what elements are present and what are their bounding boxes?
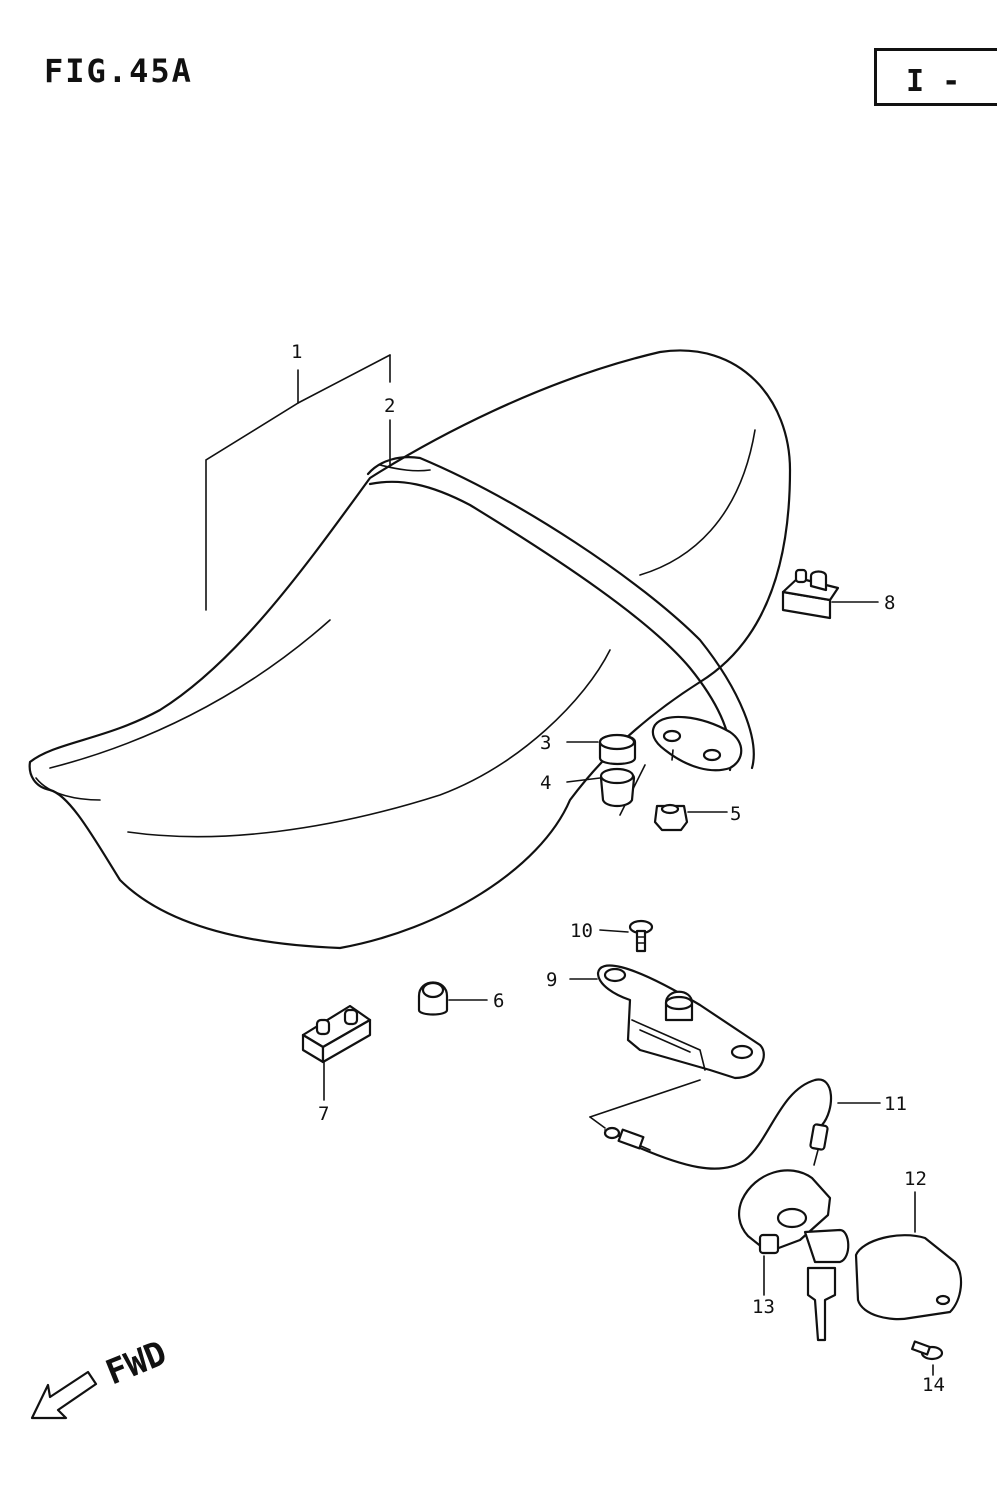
part-11-cable xyxy=(603,1078,833,1170)
part-3-cushion xyxy=(598,733,637,766)
part-9-seat-lock xyxy=(596,964,765,1080)
callout-10: 10 xyxy=(570,920,593,942)
page-index-mark: I - xyxy=(906,64,961,99)
callout-2: 2 xyxy=(384,395,395,417)
seat-drawing xyxy=(28,349,792,950)
callout-6: 6 xyxy=(493,990,504,1012)
callout-1: 1 xyxy=(291,341,302,363)
callout-4: 4 xyxy=(540,772,551,794)
callout-9: 9 xyxy=(546,969,557,991)
part-8-bracket xyxy=(781,568,840,620)
part-4-cushion xyxy=(599,767,636,808)
callout-7: 7 xyxy=(318,1103,329,1125)
callout-3: 3 xyxy=(540,732,551,754)
part-5-nut xyxy=(653,803,689,832)
part-12-cover xyxy=(854,1234,963,1321)
callout-14: 14 xyxy=(922,1374,945,1396)
forward-arrow-icon xyxy=(30,1370,98,1420)
forward-label: FWD xyxy=(100,1333,172,1393)
forward-direction-indicator: FWD xyxy=(30,1333,172,1420)
callout-11: 11 xyxy=(884,1093,907,1115)
callout-12: 12 xyxy=(904,1168,927,1190)
leader-lines xyxy=(205,354,934,1376)
part-6-cap xyxy=(417,981,449,1016)
callout-5: 5 xyxy=(730,803,741,825)
part-10-screw xyxy=(628,919,654,953)
callout-labels: 1 2 3 4 5 6 7 8 9 10 11 12 13 14 xyxy=(291,341,945,1396)
part-14-screw xyxy=(911,1340,944,1361)
part-13-key-lock xyxy=(737,1169,850,1342)
callout-8: 8 xyxy=(884,592,895,614)
callout-13: 13 xyxy=(752,1296,775,1318)
figure-title: FIG.45A xyxy=(44,52,193,90)
part-7-block xyxy=(301,1004,372,1064)
page-index-box xyxy=(874,48,997,106)
